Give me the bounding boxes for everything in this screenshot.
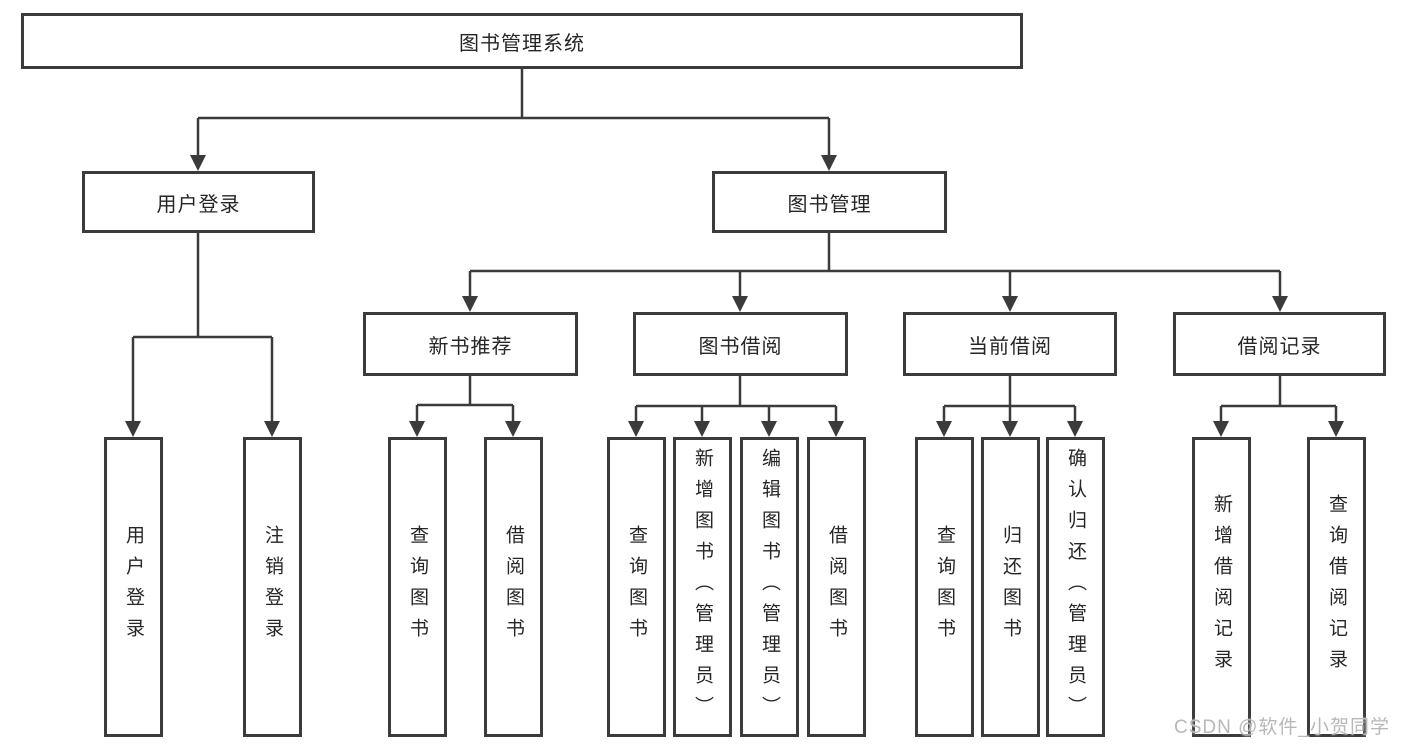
node-book-management: 图书管理	[712, 171, 947, 233]
leaf-edit-books-admin: 编辑图书（管理员）	[740, 437, 799, 737]
leaf-query-borrow-record-label: 查询借阅记录	[1326, 494, 1347, 680]
node-new-book-recommend-label: 新书推荐	[428, 335, 513, 358]
node-book-management-label: 图书管理	[787, 193, 872, 216]
leaf-add-books-admin-label: 新增图书（管理员）	[692, 447, 713, 727]
node-borrow-records-label: 借阅记录	[1237, 335, 1322, 358]
leaf-recommend-borrow-books: 借阅图书	[484, 437, 543, 737]
leaf-current-query-books-label: 查询图书	[934, 525, 955, 649]
node-current-borrow-label: 当前借阅	[968, 335, 1052, 358]
node-library-system-label: 图书管理系统	[459, 32, 585, 55]
node-borrow-records: 借阅记录	[1173, 312, 1386, 376]
leaf-return-books: 归还图书	[981, 437, 1040, 737]
node-library-system: 图书管理系统	[21, 13, 1023, 69]
leaf-current-query-books: 查询图书	[915, 437, 974, 737]
leaf-borrow-query-books: 查询图书	[607, 437, 666, 737]
leaf-recommend-borrow-books-label: 借阅图书	[503, 525, 524, 649]
node-user-login-label: 用户登录	[156, 193, 241, 216]
leaf-query-borrow-record: 查询借阅记录	[1307, 437, 1366, 737]
node-user-login: 用户登录	[82, 171, 315, 233]
leaf-recommend-query-books-label: 查询图书	[407, 525, 428, 649]
leaf-user-login-label: 用户登录	[123, 525, 144, 649]
leaf-edit-books-admin-label: 编辑图书（管理员）	[759, 447, 780, 727]
leaf-logout-label: 注销登录	[262, 525, 283, 649]
leaf-add-books-admin: 新增图书（管理员）	[673, 437, 732, 737]
leaf-add-borrow-record: 新增借阅记录	[1192, 437, 1251, 737]
node-new-book-recommend: 新书推荐	[363, 312, 578, 376]
leaf-confirm-return-admin-label: 确认归还（管理员）	[1065, 447, 1086, 727]
leaf-borrow-books: 借阅图书	[807, 437, 866, 737]
leaf-user-login: 用户登录	[104, 437, 163, 737]
node-book-borrow-label: 图书借阅	[698, 335, 783, 358]
leaf-borrow-query-books-label: 查询图书	[626, 525, 647, 649]
leaf-recommend-query-books: 查询图书	[388, 437, 447, 737]
node-current-borrow: 当前借阅	[903, 312, 1117, 376]
leaf-logout: 注销登录	[243, 437, 302, 737]
leaf-confirm-return-admin: 确认归还（管理员）	[1046, 437, 1105, 737]
node-book-borrow: 图书借阅	[633, 312, 848, 376]
leaf-return-books-label: 归还图书	[1000, 525, 1021, 649]
leaf-add-borrow-record-label: 新增借阅记录	[1211, 494, 1232, 680]
leaf-borrow-books-label: 借阅图书	[826, 525, 847, 649]
csdn-watermark: CSDN @软件_小贺同学	[1174, 717, 1390, 738]
